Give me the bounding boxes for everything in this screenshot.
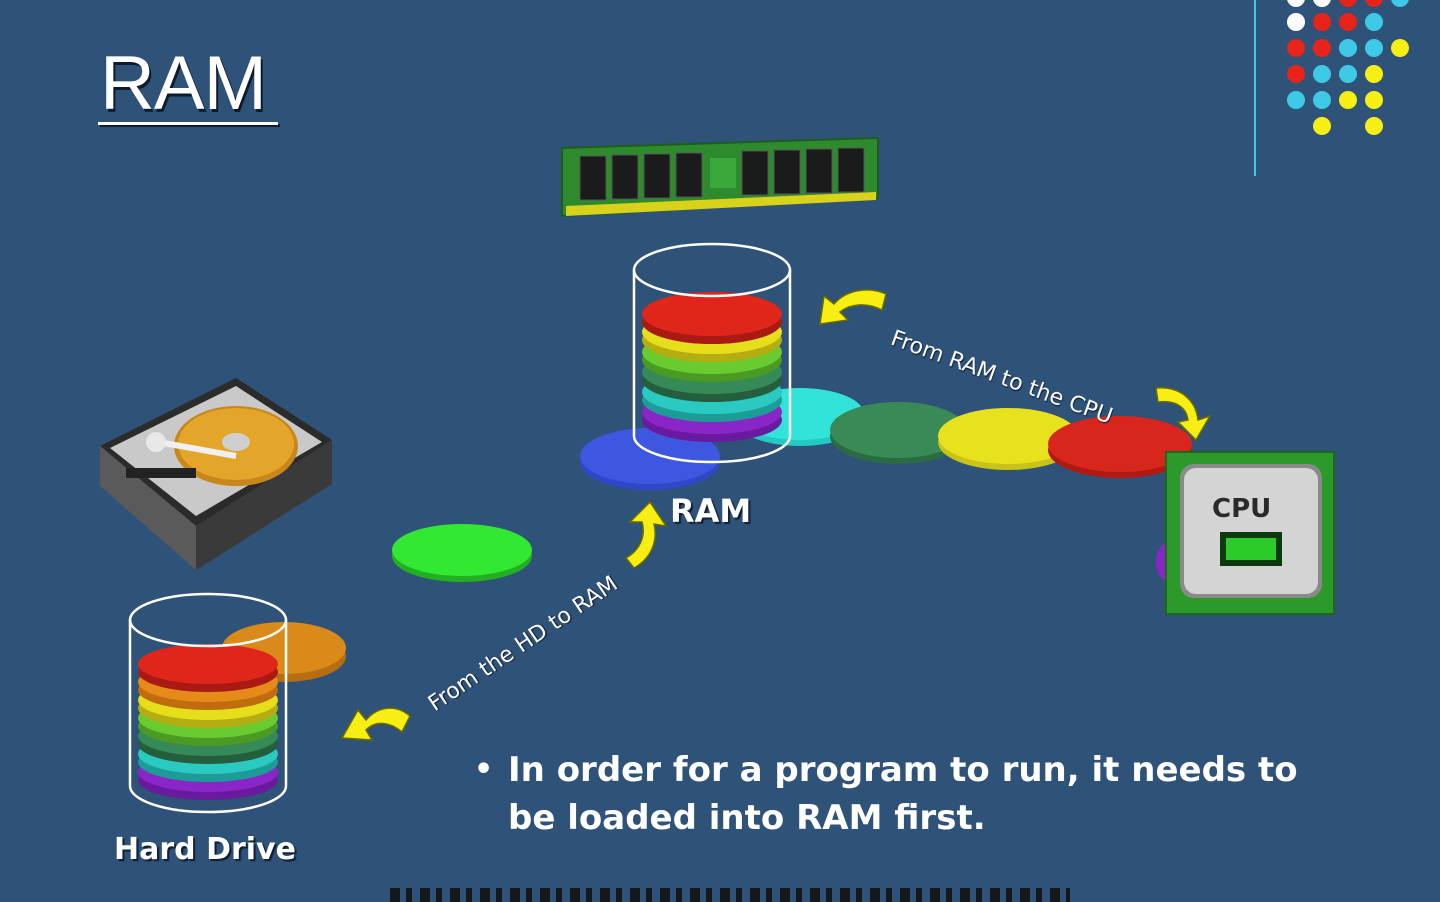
cut-off-caption bbox=[390, 888, 1070, 902]
curved-arrow-icon bbox=[819, 289, 887, 325]
accent-vertical-line bbox=[1254, 0, 1256, 176]
bullet-text: In order for a program to run, it needs … bbox=[508, 750, 1298, 838]
bullet-dot: • bbox=[474, 752, 494, 787]
data-discs-path bbox=[392, 388, 1192, 582]
ram-label: RAM bbox=[670, 492, 752, 530]
hard-drive-cylinder-icon bbox=[128, 592, 346, 814]
hard-drive-icon bbox=[100, 378, 332, 570]
curved-arrow-icon bbox=[340, 707, 411, 741]
title-underline bbox=[98, 122, 278, 125]
cpu-chip-icon bbox=[1156, 451, 1335, 615]
cpu-label: CPU bbox=[1212, 494, 1272, 524]
curved-arrow-icon bbox=[1155, 387, 1212, 442]
decorative-dot-grid bbox=[1287, 0, 1409, 135]
hard-drive-label: Hard Drive bbox=[114, 832, 296, 867]
slide-title: RAM bbox=[100, 41, 267, 126]
ram-cylinder-stack-icon bbox=[632, 242, 792, 464]
curved-arrow-icon bbox=[624, 500, 668, 569]
ram-module-icon bbox=[561, 136, 879, 218]
